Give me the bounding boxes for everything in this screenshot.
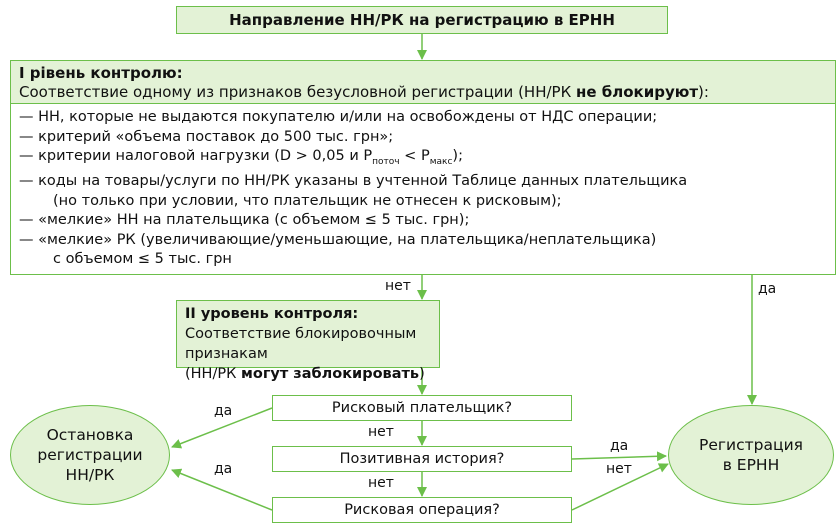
outcome-stop-registration: Остановка регистрации НН/РК xyxy=(10,405,170,505)
stop-line2: регистрации xyxy=(37,446,143,464)
criterion-item: — критерий «объема поставок до 500 тыс. … xyxy=(19,128,394,145)
label-yes-risky-operation: да xyxy=(214,461,233,477)
criterion-continuation: с объемом ≤ 5 тыс. грн xyxy=(53,251,232,268)
stop-line3: НН/РК xyxy=(65,466,115,484)
level1-header: І рівень контролю: Соответствие одному и… xyxy=(10,60,836,104)
tax-load-sub-current: поточ xyxy=(372,156,400,167)
level1-subheading: Соответствие одному из признаков безусло… xyxy=(19,83,827,102)
level1-subheading-bold: не блокируют xyxy=(576,83,699,101)
label-yes-level1: да xyxy=(758,281,777,297)
criterion-continuation: (но только при условии, что плательщик н… xyxy=(53,192,562,209)
question-risky-operation: Рисковая операция? xyxy=(272,497,572,523)
title-text: Направление НН/РК на регистрацию в ЕРНН xyxy=(229,11,615,29)
criterion-item: — «мелкие» НН на плательщика (с объемом … xyxy=(19,212,470,229)
level2-line2-prefix: (НН/РК xyxy=(185,366,241,382)
tax-load-prefix: — критерии налоговой нагрузки (D > 0,05 … xyxy=(19,148,373,164)
criterion-item: — НН, которые не выдаются покупателю и/и… xyxy=(19,109,658,125)
criterion-item-tax-load: — критерии налоговой нагрузки (D > 0,05 … xyxy=(19,147,827,172)
register-line1: Регистрация xyxy=(699,436,803,454)
label-yes-positive-history: да xyxy=(610,438,629,454)
label-no-risky-operation: нет xyxy=(606,461,632,477)
arrow-operation-to-register xyxy=(571,463,669,511)
tax-load-suffix: ); xyxy=(452,148,463,164)
question-positive-history-text: Позитивная история? xyxy=(339,451,505,467)
label-no-positive-history: нет xyxy=(368,475,394,491)
level2-box: ІІ уровень контроля: Соответствие блокир… xyxy=(176,300,440,382)
tax-load-sub-max: макс xyxy=(429,156,453,167)
stop-line1: Остановка xyxy=(46,426,134,444)
level2-heading: ІІ уровень контроля: xyxy=(185,306,359,322)
register-line2: в ЕРНН xyxy=(722,456,780,474)
outcome-registration: Регистрация в ЕРНН xyxy=(668,405,834,505)
level1-subheading-prefix: Соответствие одному из признаков безусло… xyxy=(19,83,576,101)
question-risky-operation-text: Рисковая операция? xyxy=(344,502,500,518)
label-no-risky-payer: нет xyxy=(368,424,394,440)
tax-load-middle: < P xyxy=(399,148,430,164)
arrow-history-to-register xyxy=(571,451,667,462)
question-risky-payer: Рисковый плательщик? xyxy=(272,395,572,421)
question-risky-payer-text: Рисковый плательщик? xyxy=(331,400,513,416)
level1-criteria-list: — НН, которые не выдаются покупателю и/и… xyxy=(10,103,836,275)
level2-line2: (НН/РК могут заблокировать) xyxy=(185,364,431,384)
arrow-operation-to-stop xyxy=(171,468,273,511)
level1-subheading-suffix: ): xyxy=(698,83,709,101)
level1-heading: І рівень контролю: xyxy=(19,64,183,82)
arrow-risky-payer-to-stop xyxy=(171,407,273,449)
title-box: Направление НН/РК на регистрацию в ЕРНН xyxy=(176,6,668,34)
criterion-item: — коды на товары/услуги по НН/РК указаны… xyxy=(19,173,688,190)
criterion-item: — «мелкие» РК (увеличивающие/уменьшающие… xyxy=(19,231,657,248)
question-positive-history: Позитивная история? xyxy=(272,446,572,472)
label-yes-risky-payer: да xyxy=(214,403,233,419)
level2-line2-suffix: ) xyxy=(419,366,425,382)
level2-line1: Соответствие блокировочным признакам xyxy=(185,326,417,362)
label-no-level1: нет xyxy=(385,278,411,294)
level2-line2-bold: могут заблокировать xyxy=(241,366,420,382)
